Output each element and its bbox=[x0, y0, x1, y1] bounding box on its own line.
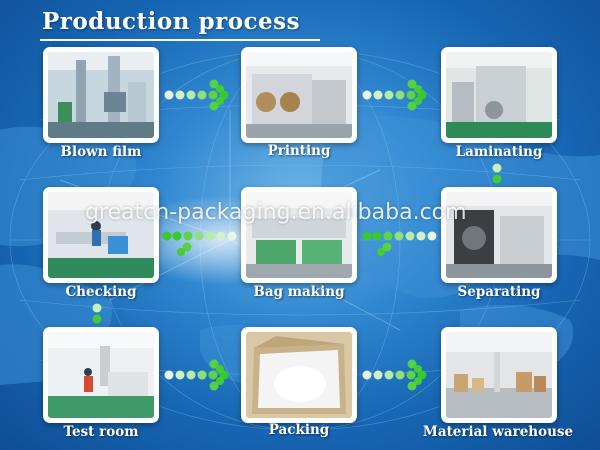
step-label-separating: Separating bbox=[457, 284, 541, 300]
step-blown-film-photo bbox=[43, 47, 159, 143]
arrow-blown-film-to-printing bbox=[164, 77, 236, 113]
watermark-text: greatcn-packaging.en.alibaba.com bbox=[85, 200, 467, 225]
step-label-packing: Packing bbox=[268, 422, 330, 438]
printing-press-image bbox=[246, 52, 352, 138]
step-material-warehouse-photo bbox=[441, 327, 557, 423]
step-test-room-photo bbox=[43, 327, 159, 423]
arrow-bag-making-to-checking bbox=[162, 222, 238, 258]
warehouse-image bbox=[446, 332, 552, 418]
step-label-blown-film: Blown film bbox=[60, 144, 142, 160]
step-label-material-warehouse: Material warehouse bbox=[422, 424, 574, 440]
separating-machine-image bbox=[446, 192, 552, 278]
arrow-checking-to-test-room bbox=[89, 303, 105, 325]
step-printing-photo bbox=[241, 47, 357, 143]
packing-box-image bbox=[246, 332, 352, 418]
blown-film-machine-image bbox=[48, 52, 154, 138]
step-laminating-photo bbox=[441, 47, 557, 143]
step-label-bag-making: Bag making bbox=[253, 284, 345, 300]
laminating-machine-image bbox=[446, 52, 552, 138]
arrow-test-room-to-packing bbox=[164, 357, 236, 393]
step-packing-photo bbox=[241, 327, 357, 423]
bag-making-machine-image bbox=[246, 192, 352, 278]
arrow-packing-to-warehouse bbox=[362, 357, 434, 393]
arrow-printing-to-laminating bbox=[362, 77, 434, 113]
arrow-laminating-to-separating bbox=[489, 163, 505, 185]
step-label-laminating: Laminating bbox=[455, 144, 543, 160]
step-bag-making-photo bbox=[241, 187, 357, 283]
page-title: Production process bbox=[42, 8, 301, 35]
step-separating-photo bbox=[441, 187, 557, 283]
step-label-printing: Printing bbox=[267, 143, 331, 159]
step-checking-photo bbox=[43, 187, 159, 283]
test-room-image bbox=[48, 332, 154, 418]
step-label-test-room: Test room bbox=[63, 424, 139, 440]
arrow-separating-to-bag-making bbox=[362, 222, 438, 258]
step-label-checking: Checking bbox=[65, 284, 137, 300]
title-underline bbox=[40, 39, 320, 41]
checking-room-image bbox=[48, 192, 154, 278]
